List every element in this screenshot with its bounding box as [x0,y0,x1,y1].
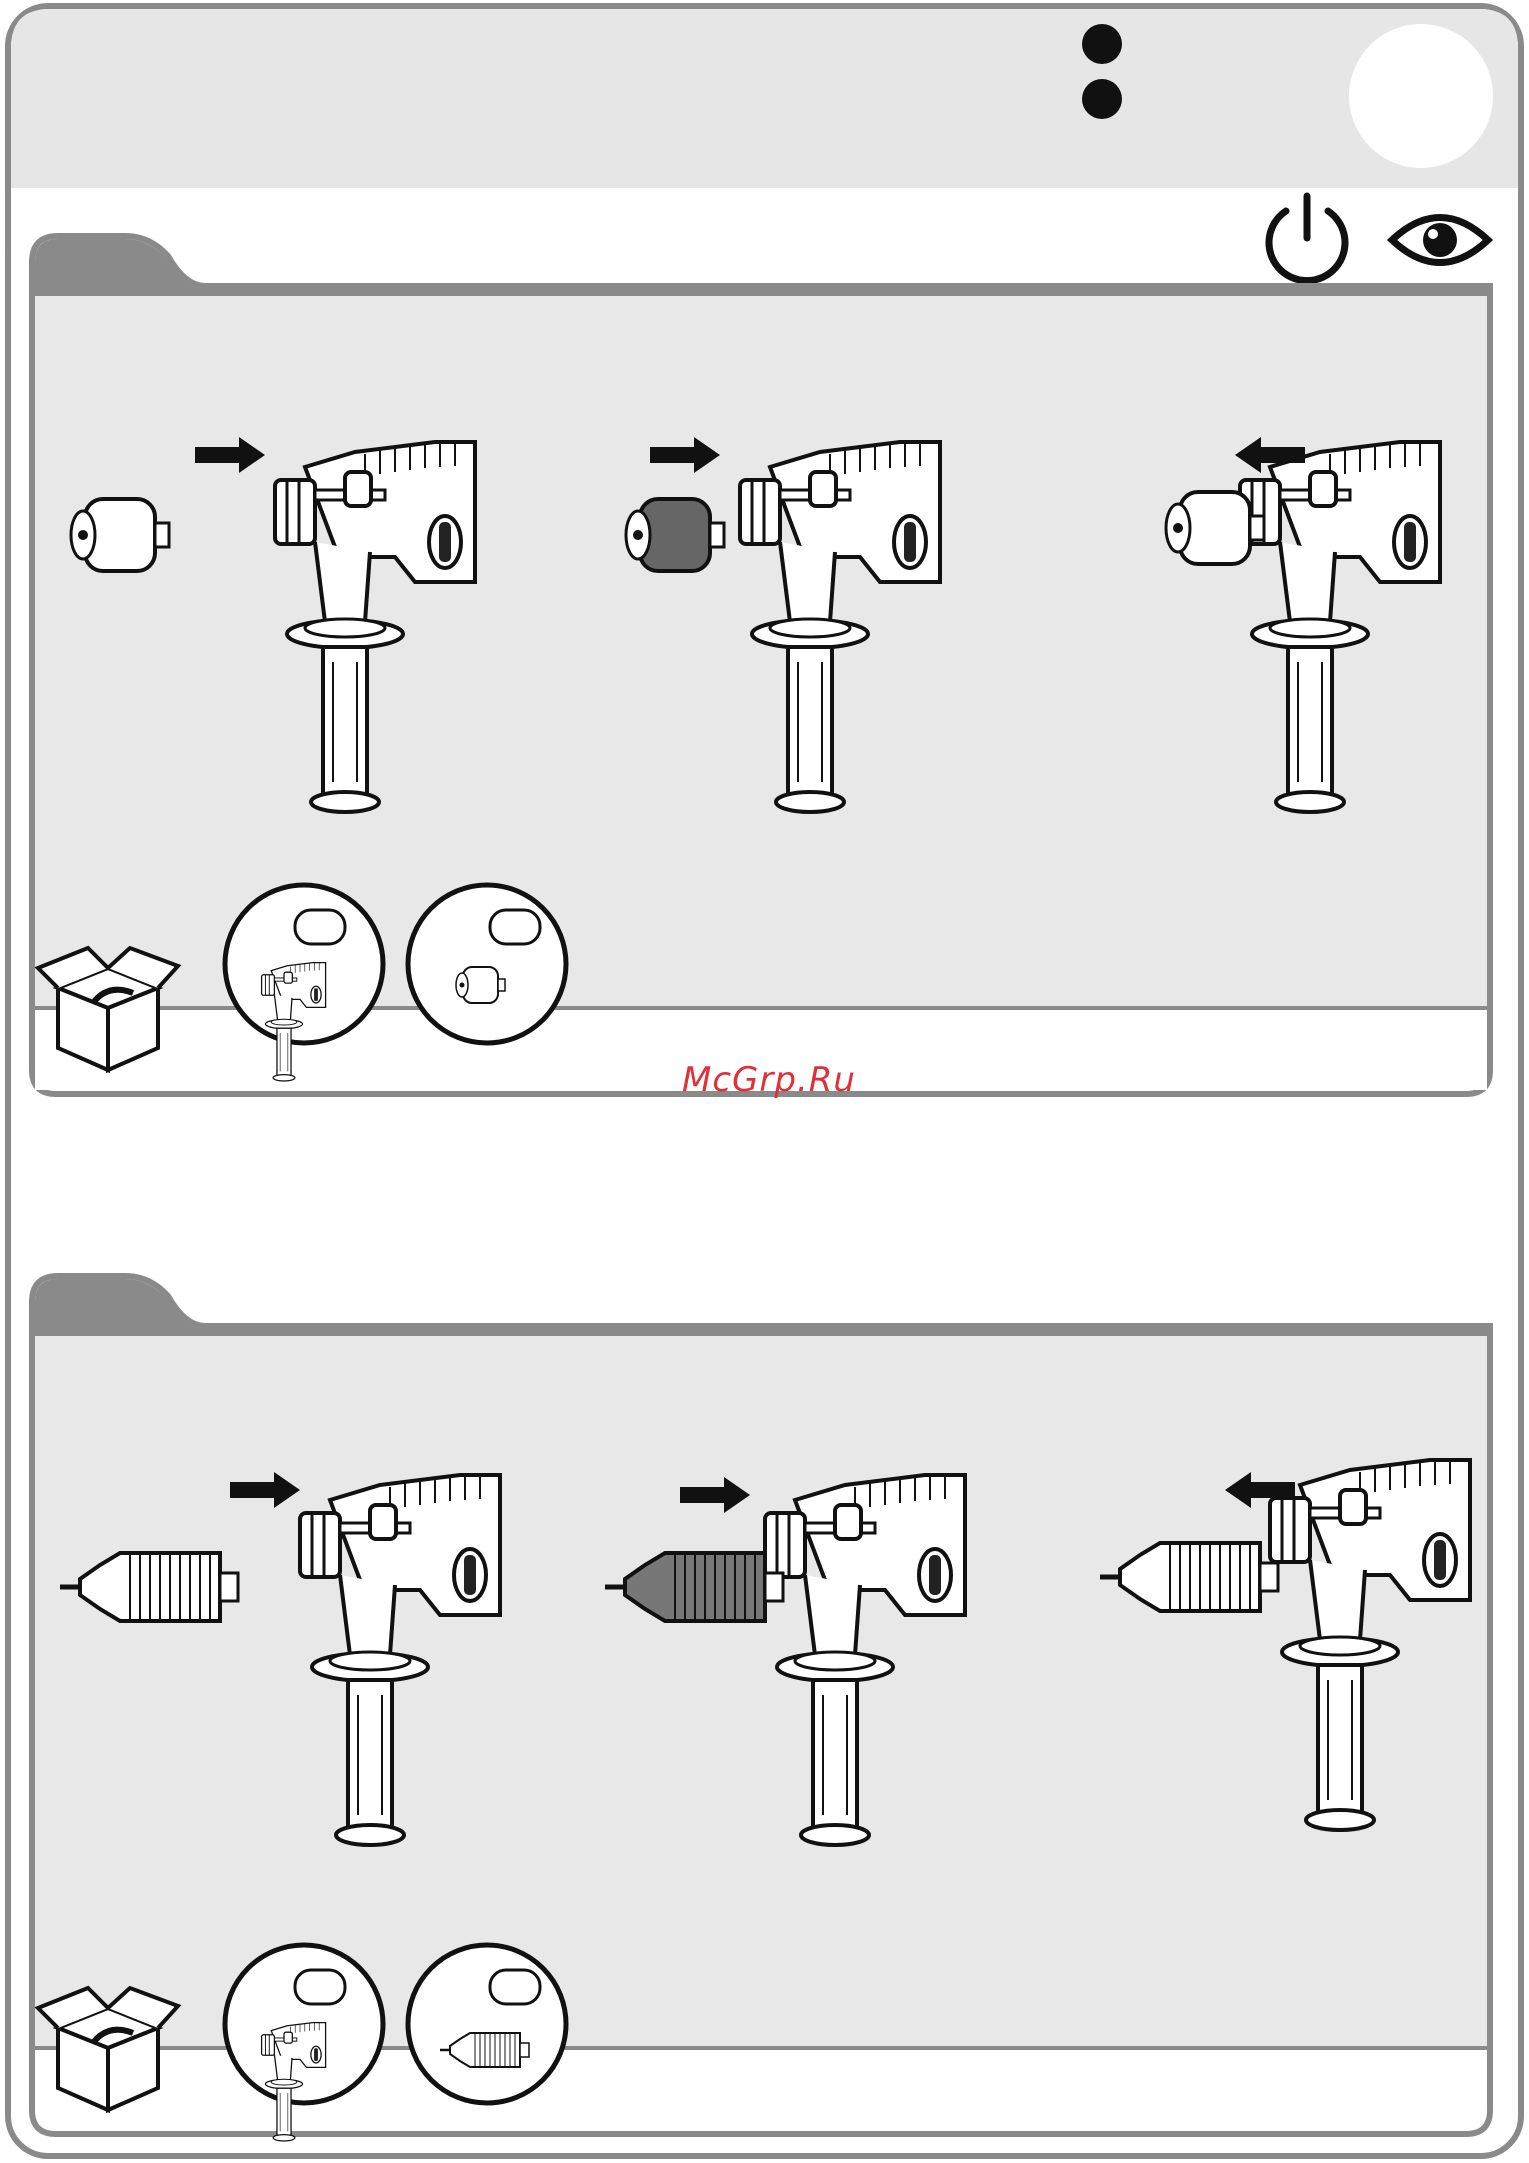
header-band [11,9,1518,188]
bullet-dot-bottom [1082,79,1122,119]
section-attach-sds-chuck [32,236,1490,1094]
sds-chuck-thumb [408,885,566,1043]
bullet-dot-top [1082,24,1122,64]
keyless-chuck-thumb [408,1945,566,2103]
page-number-circle [1349,24,1493,168]
watermark: McGrp.Ru [669,1060,869,1100]
section-attach-keyless-chuck [32,1276,1490,2141]
